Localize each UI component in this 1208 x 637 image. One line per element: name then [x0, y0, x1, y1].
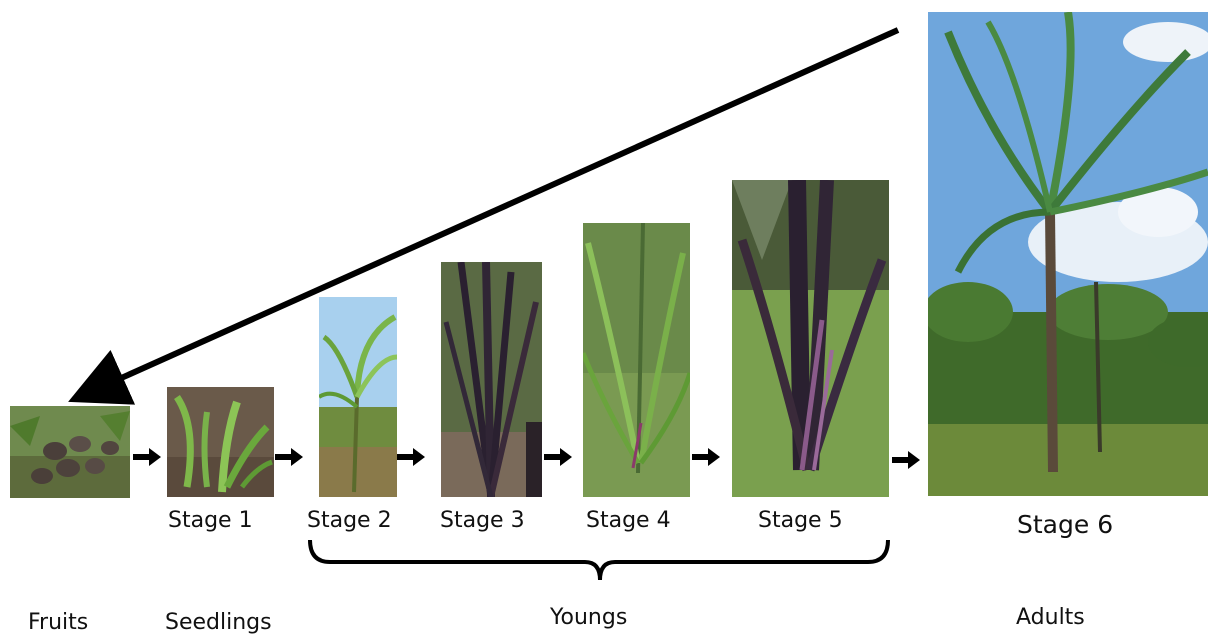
- stage-2-label: Stage 2: [307, 508, 392, 533]
- arrow-stage4-to-stage5: [692, 448, 720, 466]
- return-arrow: [68, 27, 900, 405]
- stage-6-label: Stage 6: [1017, 510, 1114, 539]
- stage-1-photo: [167, 387, 274, 497]
- arrow-stage5-to-stage6: [892, 451, 920, 469]
- stage-4-photo: [583, 223, 690, 497]
- category-youngs: Youngs: [550, 605, 628, 630]
- stage-5-label: Stage 5: [758, 508, 843, 533]
- youngs-bracket: [308, 539, 890, 581]
- stage-3-photo: [441, 262, 542, 497]
- category-adults: Adults: [1016, 605, 1085, 630]
- arrow-fruits-to-stage1: [133, 448, 161, 466]
- stage-3-label: Stage 3: [440, 508, 525, 533]
- stage-2-photo: [319, 297, 397, 497]
- fruits-photo: [10, 406, 130, 498]
- category-fruits: Fruits: [28, 610, 89, 635]
- stage-4-label: Stage 4: [586, 508, 671, 533]
- stage-5-photo: [732, 180, 889, 497]
- arrow-stage3-to-stage4: [544, 448, 572, 466]
- stage-1-label: Stage 1: [168, 508, 253, 533]
- stage-6-photo: [928, 12, 1208, 496]
- category-seedlings: Seedlings: [165, 610, 272, 635]
- arrow-stage1-to-stage2: [275, 448, 303, 466]
- arrow-stage2-to-stage3: [397, 448, 425, 466]
